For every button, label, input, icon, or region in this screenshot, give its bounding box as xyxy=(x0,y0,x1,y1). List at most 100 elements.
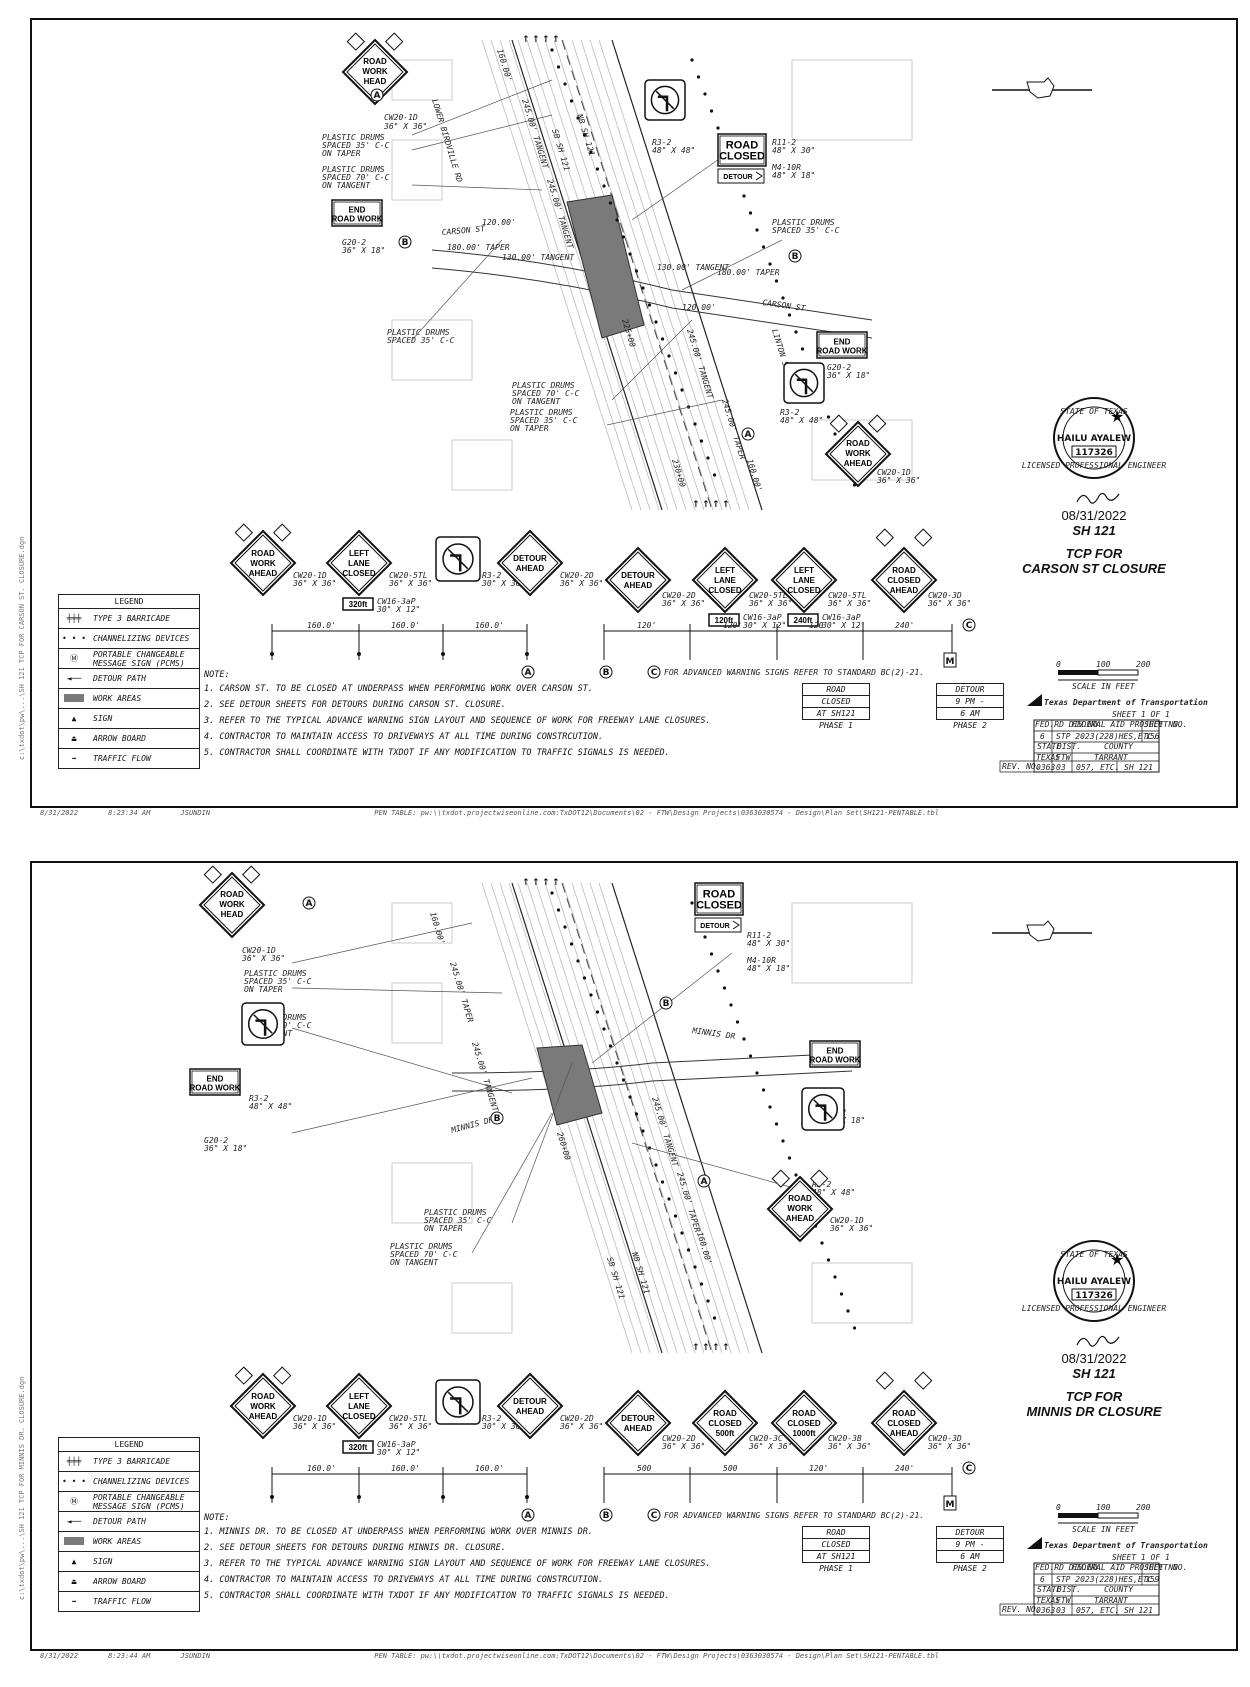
warning-sign xyxy=(691,546,759,614)
label-text: 48" X 48" xyxy=(812,1188,855,1197)
project-info-grid xyxy=(1033,719,1160,773)
drum-icon xyxy=(582,133,587,137)
label-text: SPACED 70' C-C xyxy=(390,1250,458,1259)
road-closed-sign-border xyxy=(696,884,742,914)
leader-line xyxy=(291,987,503,994)
end-road-work-sign xyxy=(809,1040,861,1068)
road-work-ahead-sign-border xyxy=(771,1180,829,1238)
warning-sign-border xyxy=(609,1394,667,1452)
phase-header: ROAD xyxy=(802,1526,870,1539)
warning-flag-icon xyxy=(875,1371,894,1390)
signature-icon xyxy=(1076,1335,1120,1347)
end-road-work-sign-border xyxy=(333,201,381,225)
leader-line xyxy=(631,149,733,221)
label-text: WORK xyxy=(219,900,245,909)
legend-item: • • •CHANNELIZING DEVICES xyxy=(59,629,199,649)
label-text: 245.00' TANGENT xyxy=(520,98,550,171)
note-item: 5. CONTRACTOR SHALL COORDINATE WITH TXDO… xyxy=(204,1591,670,1601)
phase-header: ROAD xyxy=(802,683,870,696)
drum-icon xyxy=(712,473,717,477)
label-text: CW20-2D xyxy=(662,591,696,600)
label-text: LEFT xyxy=(349,549,369,558)
phase-cell: CLOSED xyxy=(802,695,870,708)
label-text: 160.00' xyxy=(495,48,513,83)
lane-line xyxy=(571,39,723,511)
reference-marker-letter: A xyxy=(374,91,381,101)
slash-icon xyxy=(447,548,469,570)
label-text: 500ft xyxy=(716,1429,735,1438)
label-text: LANE xyxy=(348,559,370,568)
warning-sign xyxy=(604,546,672,614)
label-text: CW20-3D xyxy=(928,591,962,600)
leader-line xyxy=(611,319,693,401)
legend-label: DETOUR PATH xyxy=(93,674,146,683)
label-text: CLOSED xyxy=(887,1419,921,1428)
label-text: STATE OF TEXAS xyxy=(1060,407,1128,416)
lane-line xyxy=(517,882,669,1354)
label-text: ON TANGENT xyxy=(390,1258,439,1267)
label-text: 200 xyxy=(1136,1503,1151,1512)
lane-line xyxy=(508,39,660,511)
label-text: FTW xyxy=(1056,753,1072,762)
label-text: SPACED 35' C-C xyxy=(510,416,578,425)
label-text: SHEET NO. xyxy=(1144,720,1187,729)
slash-icon xyxy=(447,1391,469,1413)
label-text: 180.00' TAPER xyxy=(717,268,780,277)
phase-cell: AT SH121 xyxy=(802,707,870,720)
drum-icon xyxy=(696,75,701,79)
label-text: PLASTIC DRUMS xyxy=(244,969,307,978)
cross-street xyxy=(431,249,873,321)
prohibition-circle-icon xyxy=(442,543,474,575)
label-text: 160.00' xyxy=(428,911,446,946)
detour-sign xyxy=(717,168,765,184)
legend-item: ╪╪╪TYPE 3 BARRICADE xyxy=(59,609,199,629)
highway-name: SH 121 xyxy=(1072,523,1116,538)
reference-marker-icon xyxy=(521,665,535,679)
label-text: CLOSED xyxy=(708,586,742,595)
lane-line xyxy=(490,39,642,511)
traffic-flow-icon: ↑ xyxy=(552,878,560,888)
label-text: CW20-1D xyxy=(293,1414,327,1423)
label-text: CW20-3C xyxy=(749,1434,783,1443)
legend-label: PORTABLE CHANGEABLE MESSAGE SIGN (PCMS) xyxy=(93,1492,185,1511)
license-box xyxy=(1071,1288,1117,1301)
label-text: ROAD WORK xyxy=(809,1055,860,1064)
warning-sign xyxy=(229,1372,297,1440)
traffic-flow-icon: ➡ xyxy=(71,1597,77,1606)
type-3-barricade-icon: ╪╪╪ xyxy=(66,614,82,623)
drum-icon xyxy=(781,1139,785,1143)
label-text: HAILU AYALEW xyxy=(1057,434,1131,444)
legend-item: WORK AREAS xyxy=(59,689,199,709)
label-text: PLASTIC DRUMS xyxy=(510,408,573,417)
label-text: ON TANGENT xyxy=(322,181,371,190)
label-text: 160.0' xyxy=(475,621,504,630)
label-text: SCALE IN FEET xyxy=(1072,1525,1136,1534)
label-text: 36" X 18" xyxy=(341,246,385,255)
label-text: LEFT xyxy=(715,566,735,575)
label-text: ON TAPER xyxy=(510,424,549,433)
prohibition-circle-icon xyxy=(442,1386,474,1418)
label-text: CW20-1D xyxy=(293,571,327,580)
label-text: M4-10R xyxy=(746,956,776,965)
traffic-flow-icon: ↑ xyxy=(692,1343,700,1353)
label-text: 245.00' TANGENT xyxy=(650,1096,680,1169)
footer-date: 8/31/2022 xyxy=(40,1652,78,1660)
warning-flag-icon xyxy=(346,32,365,51)
label-text: LICENSED PROFESSIONAL ENGINEER xyxy=(1022,1304,1167,1313)
drum-icon xyxy=(794,330,798,334)
label-text: ROAD xyxy=(846,439,870,448)
drum-icon xyxy=(621,1078,626,1082)
label-text: CLOSED xyxy=(719,150,765,162)
traffic-flow-icon: ↑ xyxy=(722,500,730,510)
drum-icon xyxy=(576,959,580,963)
warning-flag-icon xyxy=(385,32,404,51)
note-item: 2. SEE DETOUR SHEETS FOR DETOURS DURING … xyxy=(204,1543,506,1553)
drum-icon xyxy=(716,126,720,130)
label-text: DETOUR xyxy=(513,554,547,563)
phase-cell: 6 AM xyxy=(936,1550,1004,1563)
note-item: 4. CONTRACTOR TO MAINTAIN ACCESS TO DRIV… xyxy=(204,732,604,742)
label-text: SH 121 xyxy=(1124,763,1153,772)
notes-heading: NOTE: xyxy=(204,1513,230,1523)
